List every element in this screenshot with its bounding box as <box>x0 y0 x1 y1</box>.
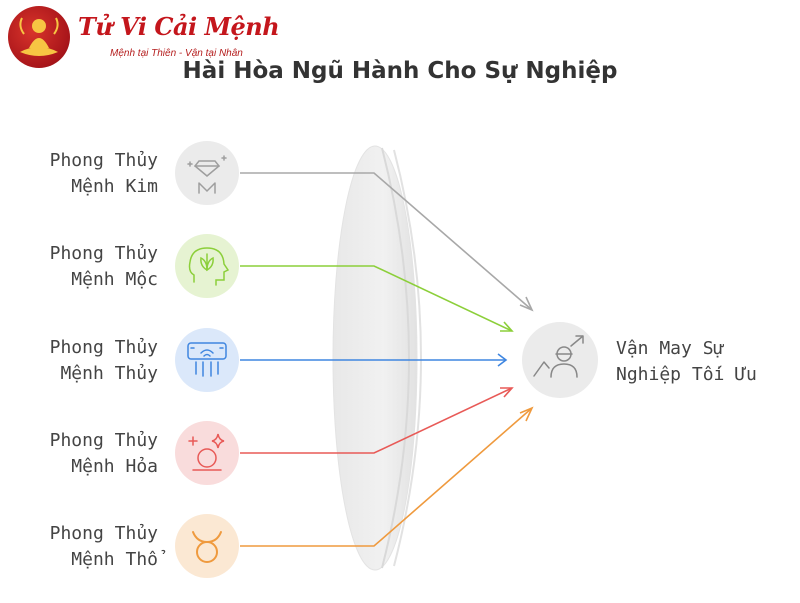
tho-node <box>175 514 239 578</box>
sparkle-orb-icon <box>188 433 225 471</box>
moc-node <box>175 234 239 298</box>
output-label-line2: Nghiệp Tối Ưu <box>616 364 757 385</box>
diamond-person-icon <box>187 155 227 194</box>
label-kim-line2: Mệnh Kim <box>71 176 158 197</box>
label-tho: Phong Thủy Mệnh Thổ <box>0 521 158 573</box>
label-kim-line1: Phong Thủy <box>49 150 158 171</box>
label-hoa-line2: Mệnh Hỏa <box>71 456 158 477</box>
label-moc-line1: Phong Thủy <box>49 243 158 264</box>
thuy-node <box>175 328 239 392</box>
meditating-figure-icon <box>8 6 70 68</box>
label-moc: Phong Thủy Mệnh Mộc <box>0 241 158 293</box>
water-rain-icon <box>187 342 227 377</box>
brand-tagline: Mệnh tại Thiên - Vận tại Nhân <box>110 48 243 59</box>
connector-kim <box>240 172 534 312</box>
label-tho-line2: Mệnh Thổ <box>71 549 158 570</box>
label-thuy-line2: Mệnh Thủy <box>60 363 158 384</box>
label-thuy-line1: Phong Thủy <box>49 337 158 358</box>
connector-hoa <box>240 387 514 454</box>
label-kim: Phong Thủy Mệnh Kim <box>0 148 158 200</box>
lens-shape <box>332 145 422 571</box>
connector-thuy <box>240 353 508 367</box>
output-node <box>522 322 598 398</box>
page-title: Hài Hòa Ngũ Hành Cho Sự Nghiệp <box>182 58 618 84</box>
brand-logo: Tử Vi Cải Mệnh Mệnh tại Thiên - Vận tại … <box>6 4 280 68</box>
output-label: Vận May Sự Nghiệp Tối Ưu <box>616 336 800 388</box>
label-moc-line2: Mệnh Mộc <box>71 269 158 290</box>
hoa-node <box>175 421 239 485</box>
brand-name: Tử Vi Cải Mệnh <box>78 12 280 41</box>
connector-moc <box>240 265 514 332</box>
connector-tho <box>240 406 534 547</box>
label-thuy: Phong Thủy Mệnh Thủy <box>0 335 158 387</box>
kim-node <box>175 141 239 205</box>
label-hoa-line1: Phong Thủy <box>49 430 158 451</box>
label-tho-line1: Phong Thủy <box>49 523 158 544</box>
taurus-icon <box>192 531 222 563</box>
leaf-head-icon <box>188 247 230 286</box>
output-label-line1: Vận May Sự <box>616 338 725 359</box>
label-hoa: Phong Thủy Mệnh Hỏa <box>0 428 158 480</box>
career-growth-icon <box>533 335 584 378</box>
